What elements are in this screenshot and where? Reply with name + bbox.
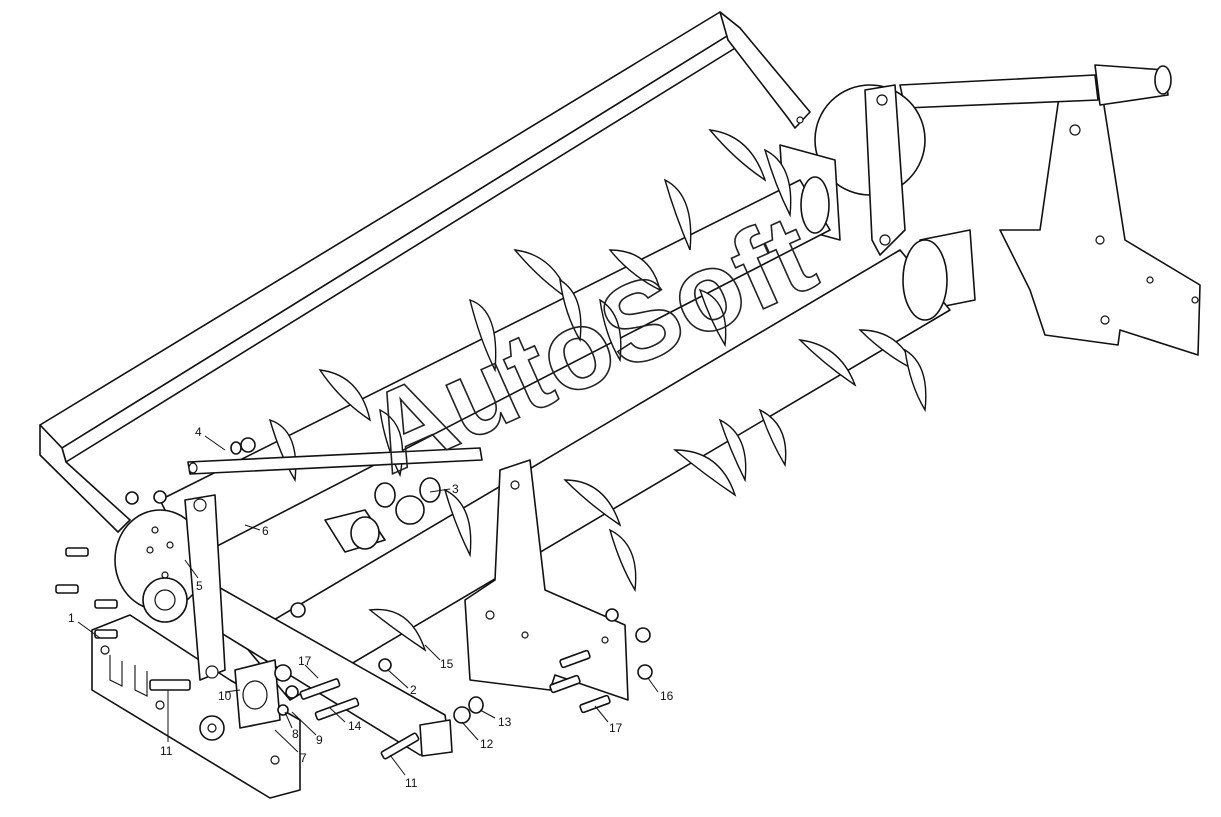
left-link-arm <box>184 494 226 681</box>
callout-7: 7 <box>300 751 307 765</box>
upper-drive-plate <box>779 84 976 311</box>
front-shaft-blades <box>368 288 927 652</box>
tie-rod <box>187 447 483 475</box>
callout-17-upper: 17 <box>298 654 312 668</box>
callout-4: 4 <box>195 425 202 439</box>
callout-14: 14 <box>348 719 362 733</box>
middle-side-plate <box>464 459 629 701</box>
left-side-plate <box>91 614 301 799</box>
callout-8: 8 <box>292 727 299 741</box>
callout-15: 15 <box>440 657 454 671</box>
callout-9: 9 <box>316 733 323 747</box>
bearing-housing-lower <box>234 659 281 729</box>
callout-10: 10 <box>218 689 232 703</box>
top-frame-bar <box>39 11 811 533</box>
callout-5: 5 <box>196 579 203 593</box>
callout-13: 13 <box>498 715 512 729</box>
fastener-group-center <box>230 437 484 760</box>
callout-12: 12 <box>480 737 494 751</box>
callout-3: 3 <box>452 482 459 496</box>
callout-11-bottom: 11 <box>405 776 418 790</box>
callout-labels: 1 2 3 4 5 6 7 8 9 10 11 11 12 13 14 15 1… <box>68 425 674 790</box>
callout-6: 6 <box>262 524 269 538</box>
leader-lines <box>77 435 659 776</box>
callout-16: 16 <box>660 689 674 703</box>
fastener-group-right <box>290 602 653 714</box>
left-drive-disc <box>114 509 206 623</box>
callout-11-left: 11 <box>160 744 173 758</box>
fastener-group-left <box>55 490 225 741</box>
callout-1: 1 <box>68 611 75 625</box>
callout-17-right: 17 <box>609 721 623 735</box>
callout-2: 2 <box>410 683 417 697</box>
right-hitch-plate <box>899 64 1201 356</box>
bearing-block <box>324 477 441 553</box>
